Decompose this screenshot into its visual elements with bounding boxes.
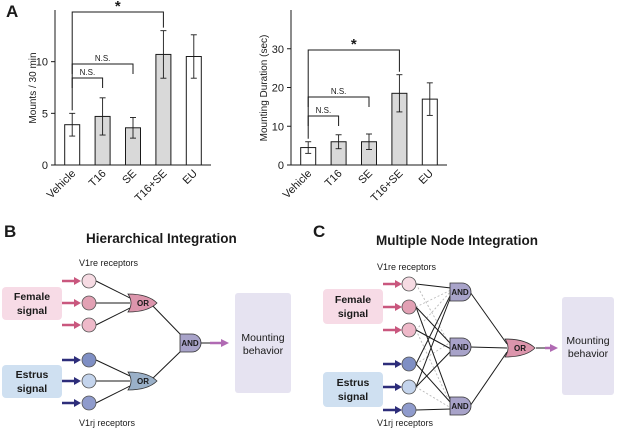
multi-and-gate-1: AND (449, 282, 472, 302)
chart1-bracket-2 (71, 11, 164, 111)
chart2-bracket-2 (307, 49, 400, 139)
chart1-category-label-1: T16 (87, 168, 109, 190)
chart1-bracket-label-1: N.S. (95, 54, 111, 63)
chart1-ytick-label-0: 0 (42, 160, 48, 172)
hier-female-receptor-2 (81, 295, 97, 311)
chart1-bracket-label-2: * (115, 0, 121, 15)
hier-bottom-receptors: V1rj receptors (79, 418, 136, 428)
panel-letter-a: A (6, 2, 18, 21)
multi-female-signal-line1: Female (335, 294, 371, 306)
chart1-ylabel: Mounts / 30 min (28, 52, 39, 123)
multi-wires (415, 283, 508, 411)
chart2-ytick-label-10: 10 (272, 121, 284, 133)
multi-and-gate-2: AND (449, 337, 472, 357)
multi-estrus-signal-box: Estrus signal (323, 372, 383, 407)
chart1-category-label-2: SE (120, 168, 139, 187)
chart2-ytick-label-0: 0 (278, 160, 284, 172)
multi-estrus-receptor-2 (401, 379, 417, 395)
multi-female-receptor-3 (401, 322, 417, 338)
chart1-ytick-label-10: 10 (36, 57, 48, 69)
hier-output-arrow (210, 339, 229, 347)
chart2-bracket-label-1: N.S. (331, 87, 347, 96)
multi-female-receptor-2 (401, 299, 417, 315)
hier-wires (95, 280, 210, 404)
multi-estrus-receptor-1 (401, 356, 417, 372)
multi-behavior-box: Mounting behavior (562, 297, 614, 395)
hier-behavior-line2: behavior (243, 345, 284, 357)
multi-behavior-line1: Mounting (566, 335, 609, 347)
chart2-ytick-label-30: 30 (272, 44, 284, 56)
hier-estrus-signal-line1: Estrus (16, 369, 49, 381)
hier-estrus-receptor-3 (81, 395, 97, 411)
multi-or-label: OR (514, 344, 526, 353)
hier-estrus-receptor-1 (81, 352, 97, 368)
multi-female-signal-box: Female signal (323, 289, 383, 324)
multiple-diagram: AND AND AND OR Mounting behavior (383, 276, 614, 418)
multi-and-3-label: AND (451, 402, 469, 411)
hier-behavior-box: Mounting behavior (235, 293, 291, 393)
chart2-category-label-2: SE (356, 168, 375, 187)
hier-or-gate-top: OR (127, 293, 158, 313)
chart1-ytick-label-5: 5 (42, 108, 48, 120)
hierarchical-title: Hierarchical Integration (86, 231, 237, 246)
multi-output-arrow (536, 344, 558, 352)
hier-behavior-line1: Mounting (241, 332, 284, 344)
multi-female-receptor-1 (401, 276, 417, 292)
chart2-category-label-3: T16+SE (369, 168, 406, 205)
hier-estrus-receptor-2 (81, 373, 97, 389)
multi-bottom-receptors: V1rj receptors (377, 418, 434, 428)
multi-female-signal-line2: signal (338, 308, 368, 320)
chart1-bracket-label-0: N.S. (80, 68, 96, 77)
chart2-category-label-1: T16 (323, 168, 345, 190)
chart2-bracket-label-2: * (351, 36, 357, 53)
hier-estrus-arrows (62, 356, 81, 407)
multiple-title: Multiple Node Integration (376, 233, 538, 248)
multi-estrus-signal-line2: signal (338, 391, 368, 403)
chart1-category-label-4: EU (181, 168, 200, 187)
chart2-bracket-0 (307, 115, 340, 126)
chart2-bracket-label-0: N.S. (316, 106, 332, 115)
hier-estrus-signal-box: Estrus signal (2, 365, 62, 398)
multi-and-gate-3: AND (449, 396, 472, 416)
hier-female-signal-line2: signal (17, 305, 47, 317)
chart2-ytick-label-20: 20 (272, 83, 284, 95)
panel-letter-b: B (4, 222, 16, 241)
hier-female-signal-box: Female signal (2, 287, 62, 320)
hier-female-receptor-1 (81, 273, 97, 289)
hier-female-receptor-3 (81, 317, 97, 333)
chart1-category-label-0: Vehicle (45, 168, 79, 202)
chart1-bracket-0 (71, 77, 104, 88)
chart2-ylabel: Mounting Duration (sec) (259, 35, 270, 142)
hier-estrus-signal-line2: signal (17, 383, 47, 395)
multi-behavior-line2: behavior (568, 348, 609, 360)
hier-female-signal-line1: Female (14, 291, 50, 303)
hier-or-bottom-label: OR (137, 377, 149, 386)
hierarchical-diagram: OR OR AND Mounting behavior (62, 273, 291, 411)
multi-female-arrows (383, 280, 402, 334)
hier-and-label: AND (181, 339, 199, 348)
chart1-category-label-3: T16+SE (133, 168, 170, 205)
multi-estrus-arrows (383, 360, 402, 414)
multi-top-receptors: V1re receptors (377, 262, 437, 272)
multi-estrus-signal-line1: Estrus (337, 377, 370, 389)
multi-and-2-label: AND (451, 343, 469, 352)
multi-and-1-label: AND (451, 288, 469, 297)
multi-or-gate: OR (504, 338, 536, 358)
chart2-category-label-0: Vehicle (281, 168, 315, 202)
hier-and-gate: AND (179, 333, 202, 353)
hier-or-gate-bottom: OR (127, 371, 158, 391)
panel-letter-c: C (313, 222, 325, 241)
multi-estrus-receptor-3 (401, 402, 417, 418)
chart2-category-label-4: EU (417, 168, 436, 187)
hier-female-arrows (62, 277, 81, 329)
hier-or-top-label: OR (137, 299, 149, 308)
hier-top-receptors: V1re receptors (79, 258, 139, 268)
